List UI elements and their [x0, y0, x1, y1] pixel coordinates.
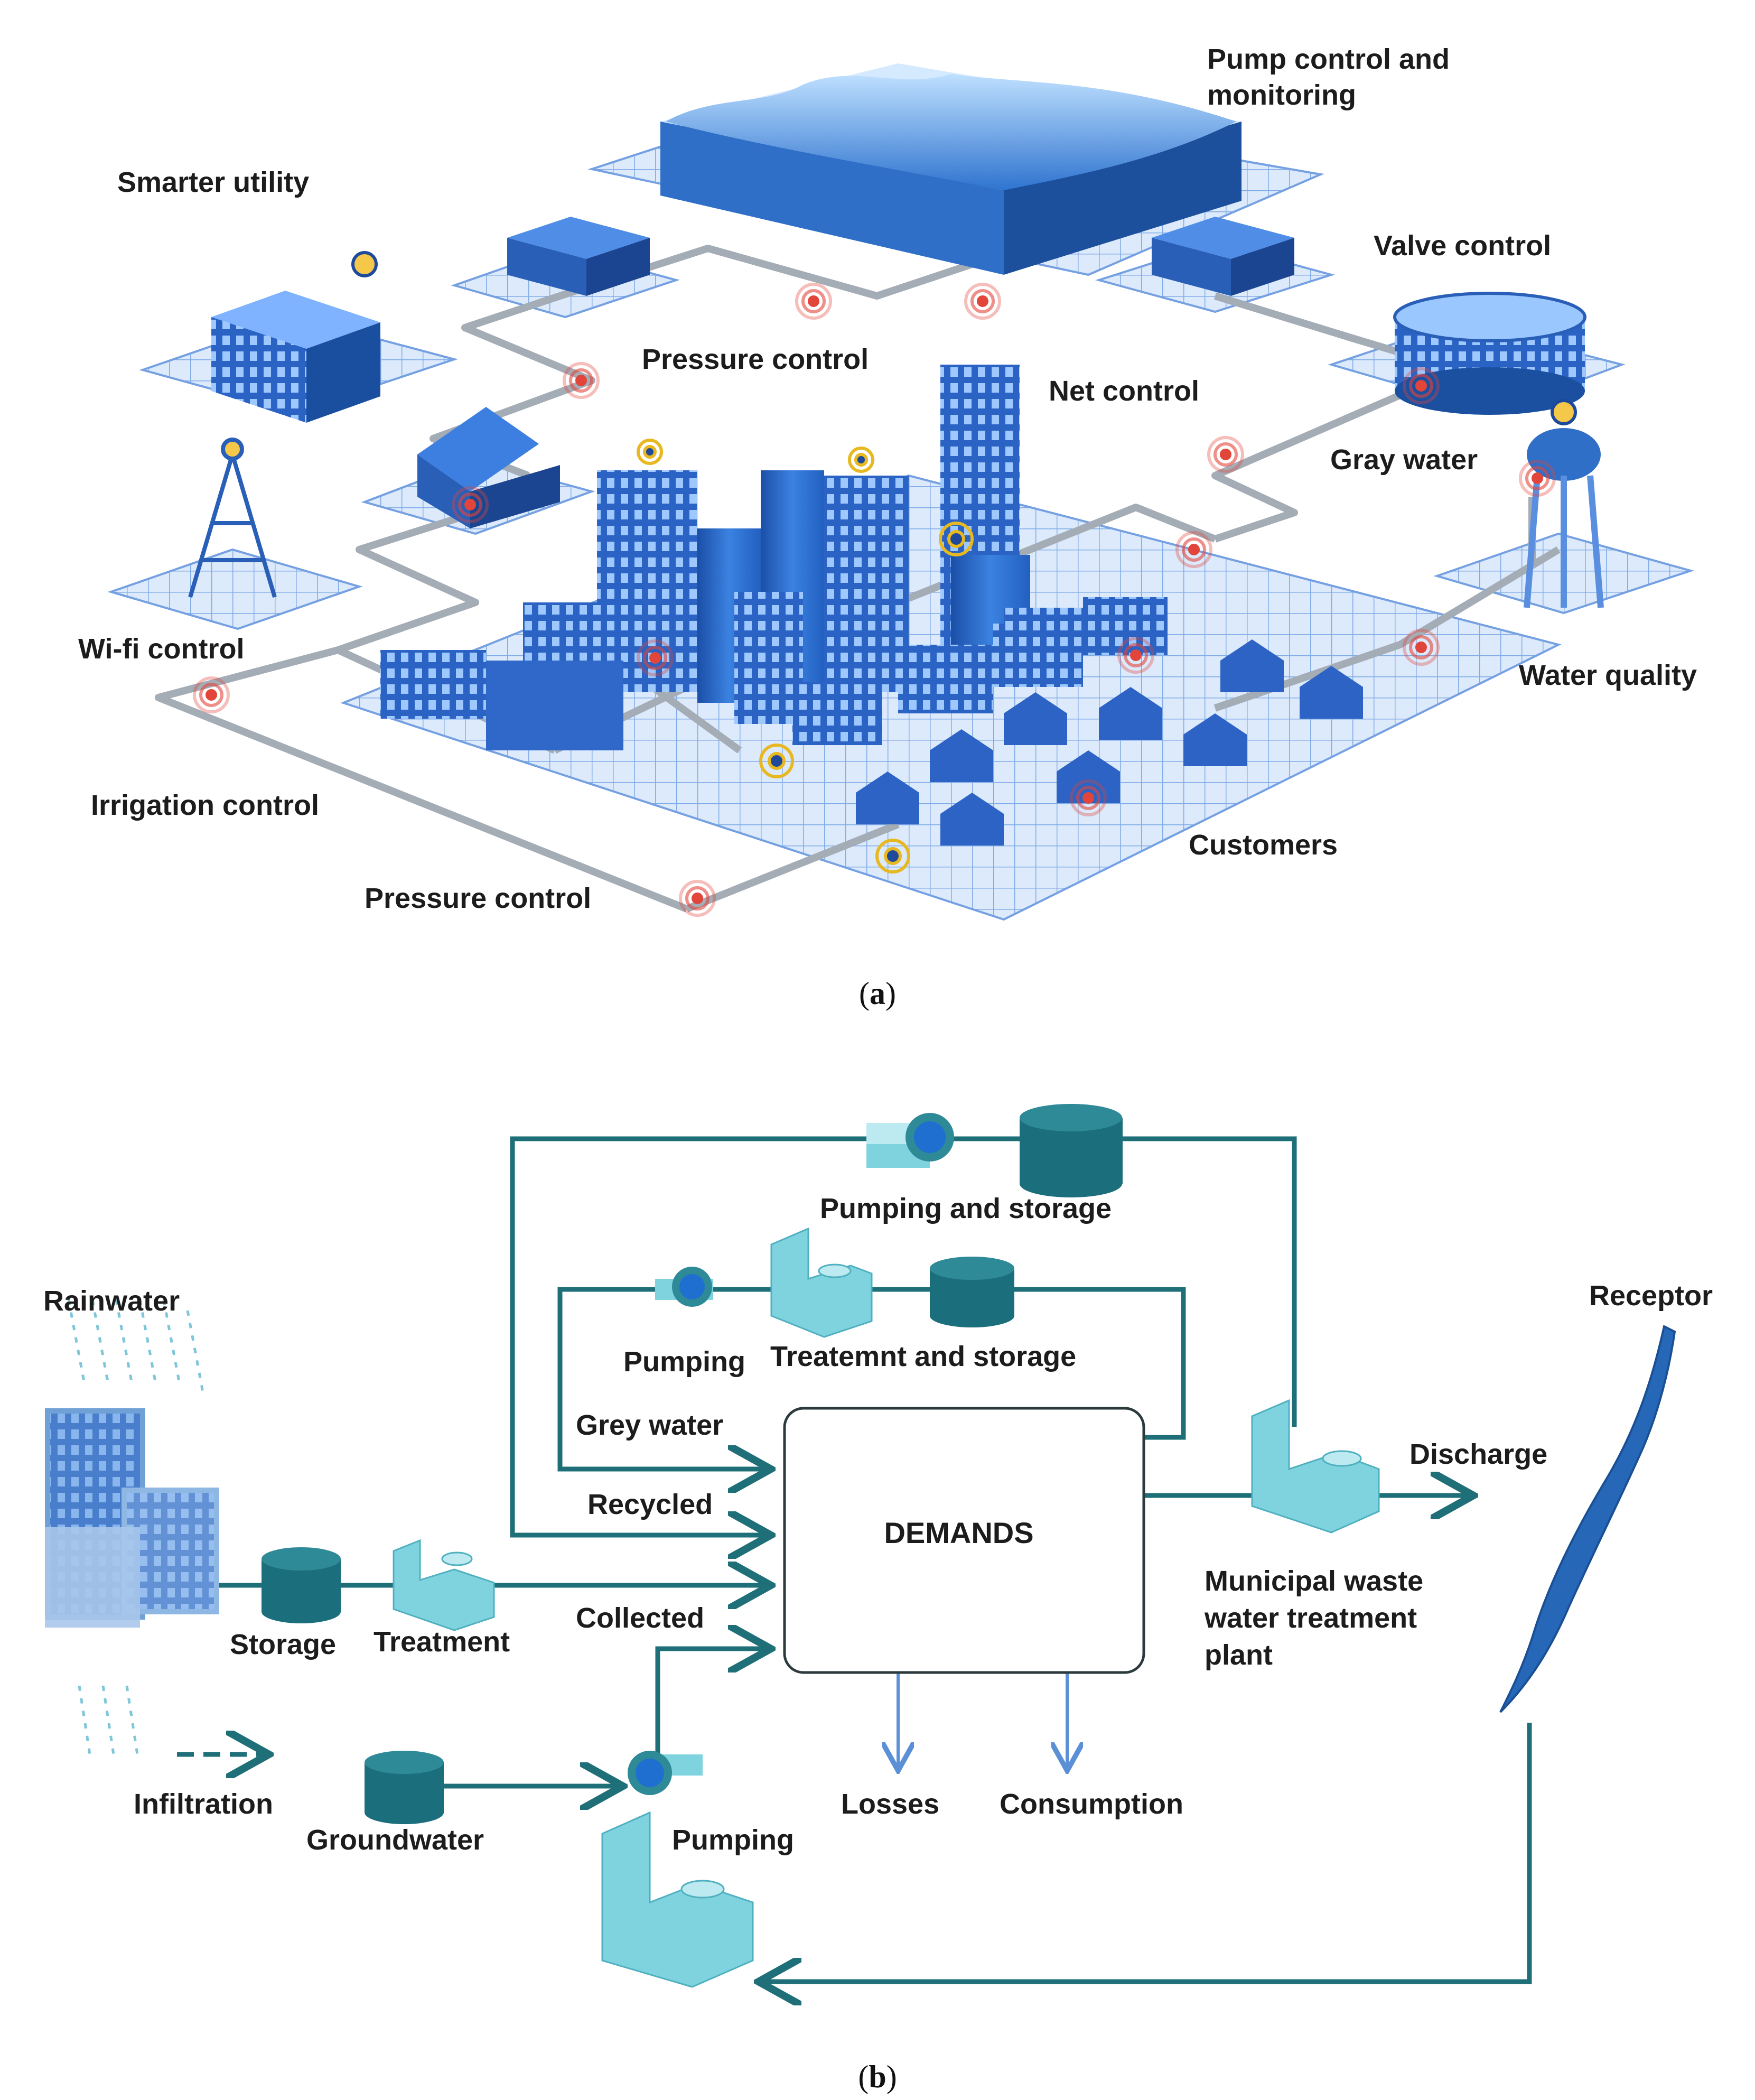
label-receptor: Receptor: [1589, 1280, 1713, 1312]
sensor-icon: [679, 880, 716, 917]
low-buildings: [380, 597, 1168, 750]
return-line: [763, 1723, 1532, 1982]
label-pressure-control-bottom: Pressure control: [365, 882, 591, 914]
pump-icon-top: [866, 1113, 954, 1168]
groundwater-tank-icon: [365, 1751, 444, 1824]
panel-a-city-illustration: Pump control and monitoring Smarter util…: [78, 43, 1697, 1011]
label-groundwater: Groundwater: [306, 1824, 484, 1856]
sensor-icon: [1175, 531, 1212, 568]
return-plant-icon: [601, 1811, 754, 1988]
label-smarter-utility: Smarter utility: [117, 166, 309, 198]
label-pump-control: Pump control and monitoring: [1207, 43, 1458, 111]
mid-storage-tank-icon: [930, 1257, 1014, 1327]
signal-icon: [637, 439, 663, 465]
antenna-signal-icon: [221, 438, 244, 461]
rain-icon: [67, 1299, 205, 1396]
sensor-icon: [795, 283, 832, 320]
pump-icon-bottom: [628, 1751, 703, 1795]
label-wifi-control: Wi-fi control: [78, 633, 244, 665]
infiltration-rain-icon: [78, 1685, 139, 1755]
signal-icon: [848, 447, 874, 473]
label-municipal-plant: Municipal waste water treatment plant: [1204, 1565, 1431, 1671]
sensor-icon: [1403, 629, 1440, 666]
red-sensors: [193, 283, 1556, 917]
sensor-icon: [1207, 436, 1244, 473]
reservoir: [660, 63, 1241, 275]
water-tower: [1524, 399, 1604, 608]
rainwater-buildings-icon: [45, 1408, 219, 1628]
label-customers: Customers: [1189, 829, 1338, 861]
caption-b: (b): [858, 2059, 897, 2094]
label-water-quality: Water quality: [1519, 659, 1697, 691]
skyscraper: [597, 470, 697, 692]
sensor-icon: [452, 486, 489, 523]
label-treatment: Treatment: [374, 1626, 510, 1658]
signal-icon: [875, 839, 910, 874]
antenna-signal-icon: [351, 251, 378, 277]
sensor-icon: [193, 676, 230, 713]
label-recycled: Recycled: [587, 1489, 713, 1520]
demands-box: [783, 1407, 1145, 1674]
sensor-icon: [563, 362, 600, 399]
pump-icon-mid: [655, 1267, 713, 1307]
pump-house-right: [1152, 217, 1294, 296]
panel-b-flow-diagram: DEMANDS: [43, 1104, 1713, 2094]
label-losses: Losses: [841, 1788, 939, 1820]
municipal-plant-icon: [1251, 1399, 1380, 1534]
label-pumping-top: Pumping: [623, 1346, 745, 1378]
outflow-arrows: [898, 1672, 1067, 1768]
label-rainwater: Rainwater: [43, 1285, 180, 1317]
top-storage-tank-icon: [1020, 1104, 1123, 1197]
sensor-icon: [1117, 637, 1154, 674]
water-tank: [1393, 292, 1586, 415]
pump-house-left: [507, 217, 650, 296]
skyscraper: [734, 592, 803, 724]
label-net-control: Net control: [1049, 375, 1199, 407]
platform-tower: [107, 548, 363, 630]
sensor-icon: [964, 283, 1001, 320]
label-gray-water: Gray water: [1330, 444, 1478, 476]
customer-houses: [856, 639, 1363, 845]
label-storage: Storage: [230, 1629, 336, 1660]
demands-label: DEMANDS: [884, 1516, 1033, 1549]
sensor-icon: [1070, 779, 1107, 816]
label-grey-water: Grey water: [576, 1409, 723, 1441]
storage-tank-icon: [262, 1547, 341, 1623]
sensor-icon: [637, 639, 674, 676]
label-infiltration: Infiltration: [134, 1788, 273, 1820]
yellow-sensors: [637, 439, 974, 874]
wifi-tower: [188, 438, 277, 598]
signal-icon: [759, 744, 794, 778]
sensor-icon: [1403, 367, 1440, 404]
label-treatment-and-storage: Treatemnt and storage: [770, 1341, 1076, 1372]
skyscraper: [824, 476, 909, 692]
house: [417, 407, 560, 528]
mid-treatment-plant-icon: [770, 1227, 873, 1338]
treatment-plant-icon: [393, 1539, 495, 1631]
caption-a: (a): [859, 976, 896, 1011]
label-valve-control: Valve control: [1374, 230, 1551, 262]
pumping-to-demands-line: [655, 1649, 766, 1768]
recycled-loop-line: [510, 1136, 1297, 1535]
label-collected: Collected: [576, 1602, 704, 1634]
label-irrigation-control: Irrigation control: [91, 789, 319, 821]
sensor-icon: [1519, 460, 1556, 497]
label-consumption: Consumption: [1000, 1788, 1183, 1820]
label-discharge: Discharge: [1409, 1438, 1547, 1470]
label-pumping-bottom: Pumping: [672, 1824, 794, 1856]
utility-building: [211, 251, 380, 423]
signal-icon: [939, 522, 974, 556]
label-pumping-and-storage: Pumping and storage: [820, 1193, 1112, 1224]
label-pressure-control-top: Pressure control: [642, 343, 869, 375]
receptor-icon: [1499, 1325, 1676, 1713]
antenna-signal-icon: [1551, 399, 1577, 425]
